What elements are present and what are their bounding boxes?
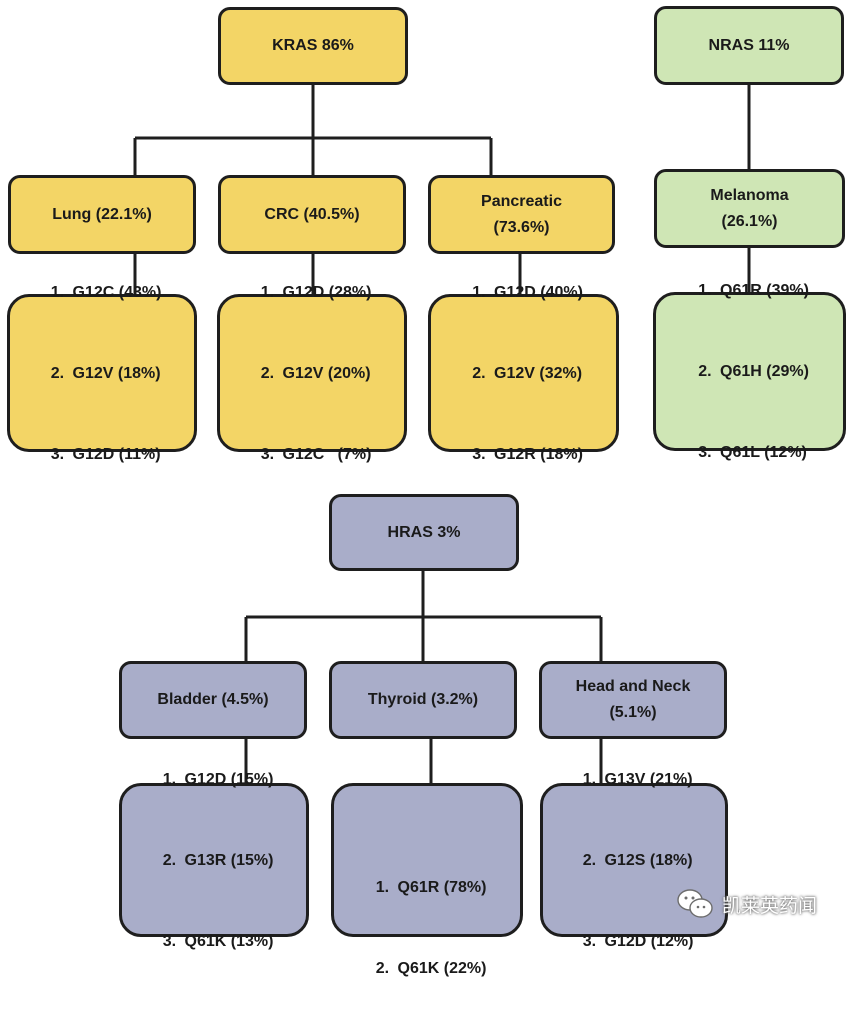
mutation-item: Q61K (13%) — [181, 928, 274, 955]
kras-pancreatic-mutations: G12D (40%) G12V (32%) G12R (18%) — [428, 284, 619, 463]
kras-crc-node: CRC (40.5%) — [218, 175, 406, 254]
watermark: 凯莱英药闻 — [676, 886, 817, 922]
mutation-item: G13R (15%) — [181, 847, 274, 874]
mutation-item: G12D (15%) — [181, 766, 274, 793]
nras-melanoma-mutations: Q61R (39%) Q61H (29%) Q61L (12%) — [653, 282, 846, 461]
mutation-item: G12V (18%) — [69, 360, 162, 387]
kras-pancreatic-node: Pancreatic (73.6%) — [428, 175, 615, 254]
kras-lung-node: Lung (22.1%) — [8, 175, 196, 254]
kras-root-node: KRAS 86% — [218, 7, 408, 85]
mutation-item: G12V (20%) — [279, 360, 372, 387]
hras-bladder-node: Bladder (4.5%) — [119, 661, 307, 739]
watermark-text: 凯莱英药闻 — [722, 894, 818, 917]
hras-thyroid-mutations: Q61R (78%) Q61K (22%) — [331, 783, 523, 977]
mutation-list: G12D (15%) G13R (15%) Q61K (13%) — [155, 712, 274, 1009]
mutation-list: G12C (43%) G12V (18%) G12D (11%) — [43, 225, 162, 522]
nras-root-node: NRAS 11% — [654, 6, 844, 85]
mutation-list: Q61R (78%) Q61K (22%) — [368, 820, 487, 1036]
hras-thyroid-node: Thyroid (3.2%) — [329, 661, 517, 739]
hras-head-neck-node: Head and Neck (5.1%) — [539, 661, 727, 739]
mutation-list: G12D (28%) G12V (20%) G12C (7%) — [253, 225, 372, 522]
hras-bladder-mutations: G12D (15%) G13R (15%) Q61K (13%) — [119, 771, 309, 950]
wechat-icon — [677, 889, 713, 918]
connector-lines — [133, 84, 751, 785]
mutation-item: G13V (21%) — [601, 766, 694, 793]
kras-crc-mutations: G12D (28%) G12V (20%) G12C (7%) — [217, 284, 407, 463]
kras-lung-mutations: G12C (43%) G12V (18%) G12D (11%) — [7, 284, 197, 463]
mutation-item: G12D (28%) — [279, 279, 372, 306]
mutation-item: G12C (43%) — [69, 279, 162, 306]
mutation-item: G12D (11%) — [69, 441, 162, 468]
mutation-item: G12D (12%) — [601, 928, 694, 955]
mutation-item: G12R (18%) — [490, 441, 583, 468]
mutation-item: Q61H (29%) — [716, 358, 809, 385]
mutation-list: G12D (40%) G12V (32%) G12R (18%) — [464, 225, 583, 522]
mutation-item: G12S (18%) — [601, 847, 694, 874]
nras-melanoma-node: Melanoma (26.1%) — [654, 169, 845, 248]
hras-root-node: HRAS 3% — [329, 494, 519, 571]
mutation-item: Q61K (22%) — [394, 955, 487, 982]
mutation-item: G12V (32%) — [490, 360, 583, 387]
mutation-item: G12C (7%) — [279, 441, 372, 468]
mutation-item: Q61L (12%) — [716, 439, 809, 466]
mutation-item: Q61R (39%) — [716, 277, 809, 304]
mutation-list: Q61R (39%) Q61H (29%) Q61L (12%) — [690, 223, 809, 520]
mutation-list: G13V (21%) G12S (18%) G12D (12%) — [575, 712, 694, 1009]
mutation-item: Q61R (78%) — [394, 874, 487, 901]
mutation-item: G12D (40%) — [490, 279, 583, 306]
